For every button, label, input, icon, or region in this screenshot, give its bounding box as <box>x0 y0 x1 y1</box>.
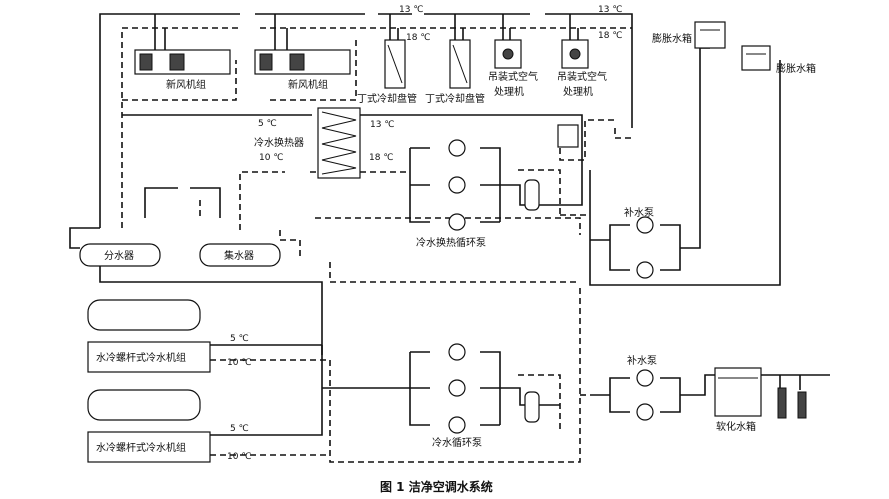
chw-pump-1 <box>448 343 466 361</box>
temp-ch1-5: 5 ℃ <box>230 334 249 344</box>
figure-caption: 图 1 洁净空调水系统 <box>380 479 493 494</box>
label-return-header: 集水器 <box>224 249 254 262</box>
supply-header-vessel <box>79 243 161 267</box>
header-bypass <box>144 187 221 218</box>
temp-top-18-b: 18 ℃ <box>598 31 622 41</box>
makeup-upper <box>590 47 710 271</box>
label-chiller-1: 水冷螺杆式冷水机组 <box>96 351 186 364</box>
hx-pump-3 <box>448 213 466 231</box>
fresh-air-unit-2-coil <box>259 53 273 71</box>
ahu-1-fan <box>502 48 514 60</box>
chw-air-separator <box>524 391 540 423</box>
chiller-1-shell <box>87 299 201 331</box>
dash-right-vertical <box>559 119 632 161</box>
label-fcu-2: 丁式冷却盘管 <box>425 92 485 105</box>
label-chw-pump-group: 冷水循环泵 <box>432 436 482 449</box>
hx-return-loop <box>239 171 318 230</box>
fresh-air-2-pipes <box>274 14 288 50</box>
hx-pump-return <box>518 169 590 216</box>
chw-pump-in <box>409 351 430 426</box>
chiller-2-base <box>87 431 211 463</box>
label-fcu-1: 丁式冷却盘管 <box>357 92 417 105</box>
hx-pump-out <box>480 128 583 223</box>
hx-to-top-right <box>360 114 583 128</box>
temp-hx-10: 10 ℃ <box>259 153 283 163</box>
label-ahu-2-l1: 吊装式空气 <box>557 70 607 83</box>
temp-ch2-5: 5 ℃ <box>230 424 249 434</box>
makeup-lower <box>590 374 715 413</box>
makeup-pump-2b <box>636 403 654 421</box>
label-soft-water-tank: 软化水箱 <box>716 420 756 433</box>
label-makeup-pump-2: 补水泵 <box>627 354 657 367</box>
chiller-supply <box>210 344 323 436</box>
chiller-return <box>210 285 581 463</box>
fcu-pipes <box>389 14 579 40</box>
temp-top-13-a: 13 ℃ <box>399 5 423 15</box>
softener-1 <box>777 387 787 419</box>
temp-top-13-b: 13 ℃ <box>598 5 622 15</box>
label-ahu-1-l1: 吊装式空气 <box>488 70 538 83</box>
temp-top-18-a: 18 ℃ <box>406 33 430 43</box>
heat-exchanger-zigzag <box>321 111 357 175</box>
temp-ch1-10: 10 ℃ <box>227 358 251 368</box>
label-chiller-2: 水冷螺杆式冷水机组 <box>96 441 186 454</box>
label-fresh-air-2: 新风机组 <box>288 78 328 91</box>
label-ahu-1-l2: 处理机 <box>494 85 524 98</box>
chw-pump-out <box>480 351 560 426</box>
chiller-1-base <box>87 341 211 373</box>
supply-pipe-top <box>99 13 633 228</box>
expansion-tank-2 <box>741 45 771 71</box>
fresh-air-unit-2-fan <box>289 53 305 71</box>
dash-header-right <box>315 217 581 283</box>
softener-pipe <box>760 374 830 390</box>
return-header-vessel <box>199 243 281 267</box>
header-left-loop <box>69 227 100 249</box>
fcu-1-diagonal <box>387 44 403 84</box>
fresh-air-unit-1-fan <box>169 53 185 71</box>
hx-pump-1 <box>448 139 466 157</box>
softener-2 <box>797 391 807 419</box>
makeup-pump-1b <box>636 261 654 279</box>
soft-water-tank <box>714 367 762 417</box>
makeup-upper-left <box>589 60 781 286</box>
return-pipe-fresh-air <box>122 36 357 101</box>
label-makeup-pump-1: 补水泵 <box>624 206 654 219</box>
fresh-air-1-pipes <box>154 14 166 50</box>
hx-pump-2 <box>448 176 466 194</box>
fcu-2-diagonal <box>452 44 468 84</box>
label-fresh-air-1: 新风机组 <box>166 78 206 91</box>
label-ahu-2-l2: 处理机 <box>563 85 593 98</box>
temp-hx-18: 18 ℃ <box>369 153 393 163</box>
makeup-pump-1a <box>636 216 654 234</box>
label-hx-pump-group: 冷水换热循环泵 <box>416 236 486 249</box>
chw-pump-2 <box>448 379 466 397</box>
chw-pump-3 <box>448 416 466 434</box>
makeup-pump-2a <box>636 369 654 387</box>
fresh-air-unit-1-coil <box>139 53 153 71</box>
hx-pump-supply <box>409 147 430 223</box>
hx-air-separator <box>524 179 540 211</box>
ahu-2-fan <box>569 48 581 60</box>
return-to-chiller <box>279 230 301 258</box>
expansion-tank-1 <box>694 21 726 49</box>
temp-hx-5: 5 ℃ <box>258 119 277 129</box>
control-valve-box <box>557 124 579 148</box>
chiller-2-shell <box>87 389 201 421</box>
label-expansion-tank-2: 膨胀水箱 <box>776 62 816 75</box>
label-heat-exchanger: 冷水换热器 <box>254 136 304 149</box>
temp-ch2-10: 10 ℃ <box>227 452 251 462</box>
temp-hx-13: 13 ℃ <box>370 120 394 130</box>
chw-pump-return <box>518 374 561 430</box>
label-supply-header: 分水器 <box>104 250 134 262</box>
label-expansion-tank-1: 膨胀水箱 <box>652 32 692 45</box>
supply-to-chiller <box>99 262 323 355</box>
